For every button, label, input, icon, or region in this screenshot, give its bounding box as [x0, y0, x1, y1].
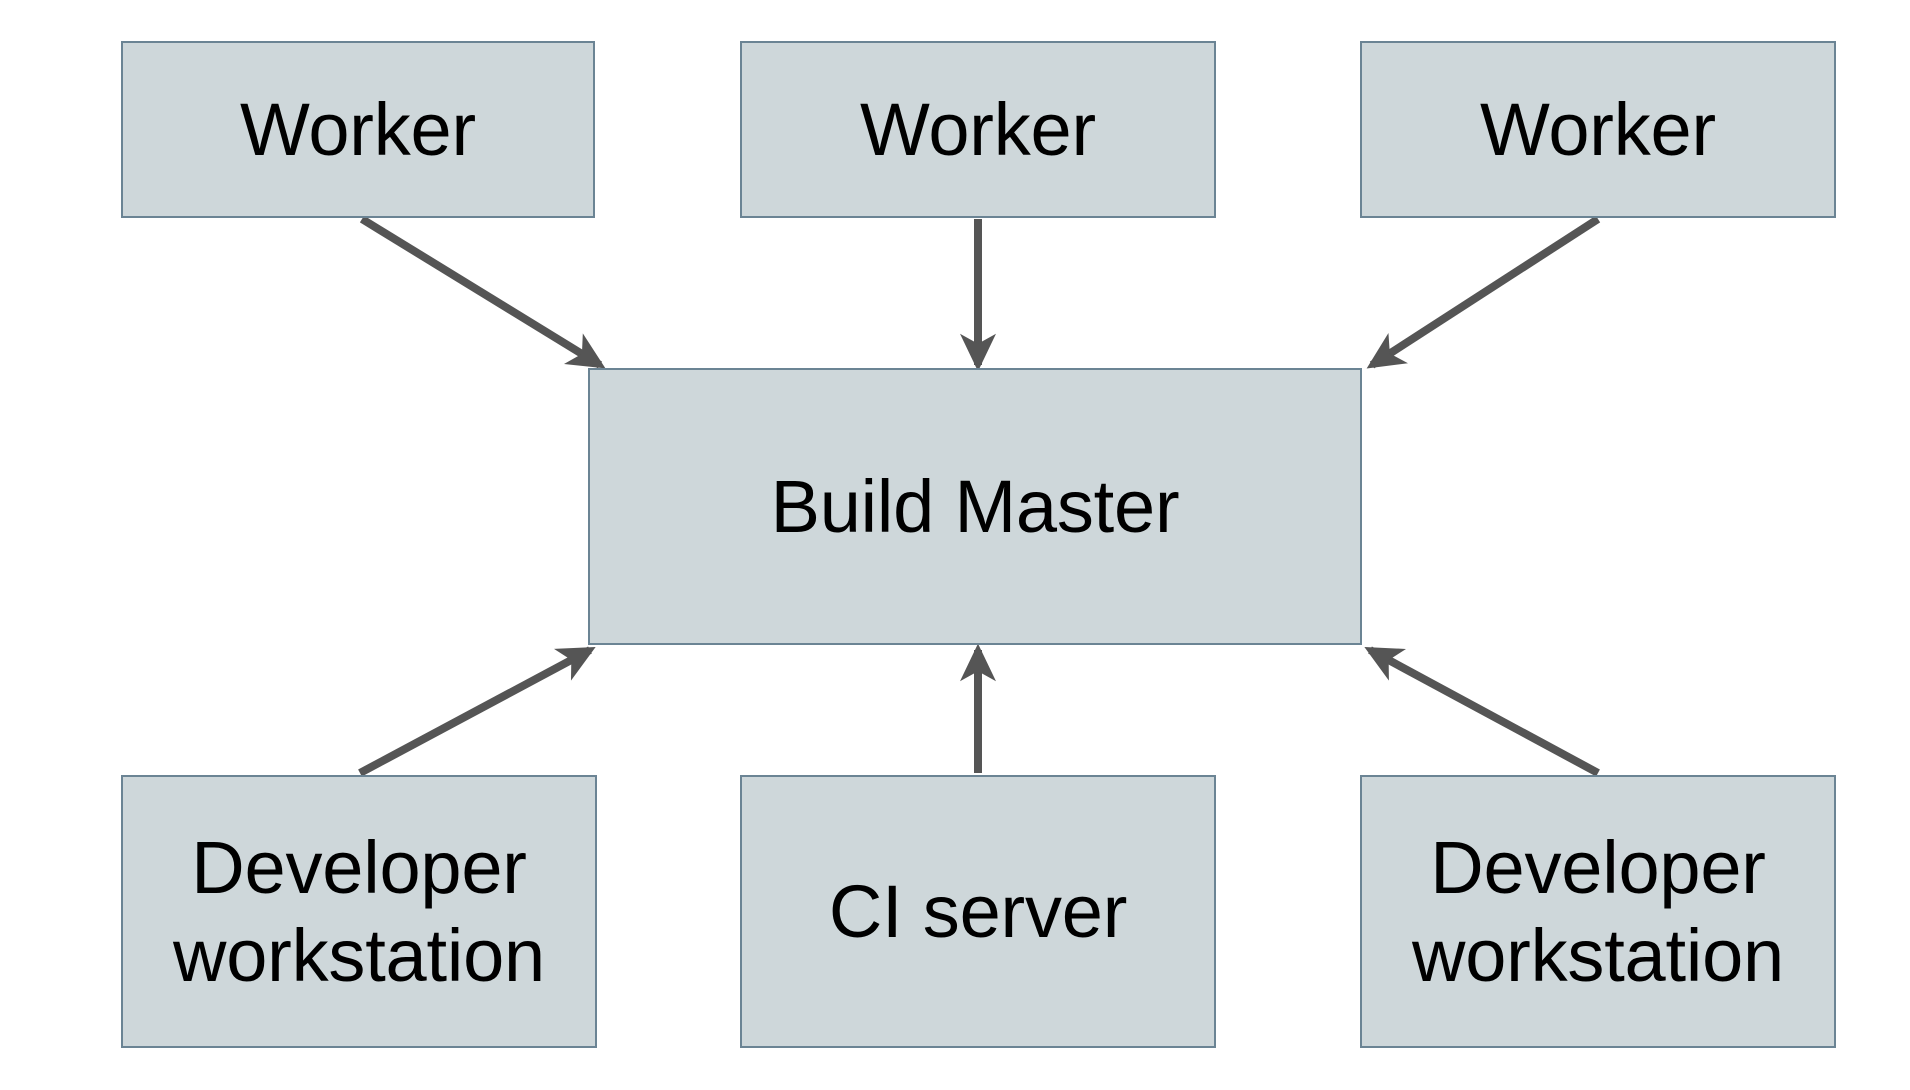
node-label-developer-workstation-left: Developer workstation: [172, 826, 546, 997]
node-ci-server[interactable]: CI server: [740, 775, 1216, 1048]
edge-worker-3-to-build-master: [1366, 215, 1601, 369]
edge-worker-1-to-build-master: [359, 215, 606, 369]
node-label-worker-3: Worker: [1480, 87, 1716, 171]
node-worker-1[interactable]: Worker: [121, 41, 595, 218]
node-label-build-master: Build Master: [770, 464, 1180, 548]
node-label-worker-2: Worker: [860, 87, 1096, 171]
node-label-developer-workstation-right: Developer workstation: [1411, 826, 1785, 997]
edge-developer-workstation-right-to-build-master: [1364, 646, 1600, 777]
node-developer-workstation-left[interactable]: Developer workstation: [121, 775, 597, 1048]
edge-developer-workstation-left-to-build-master: [358, 646, 596, 777]
node-worker-2[interactable]: Worker: [740, 41, 1216, 218]
node-build-master[interactable]: Build Master: [588, 368, 1362, 645]
node-label-worker-1: Worker: [240, 87, 476, 171]
node-worker-3[interactable]: Worker: [1360, 41, 1836, 218]
node-label-ci-server: CI server: [828, 869, 1128, 953]
node-developer-workstation-right[interactable]: Developer workstation: [1360, 775, 1836, 1048]
